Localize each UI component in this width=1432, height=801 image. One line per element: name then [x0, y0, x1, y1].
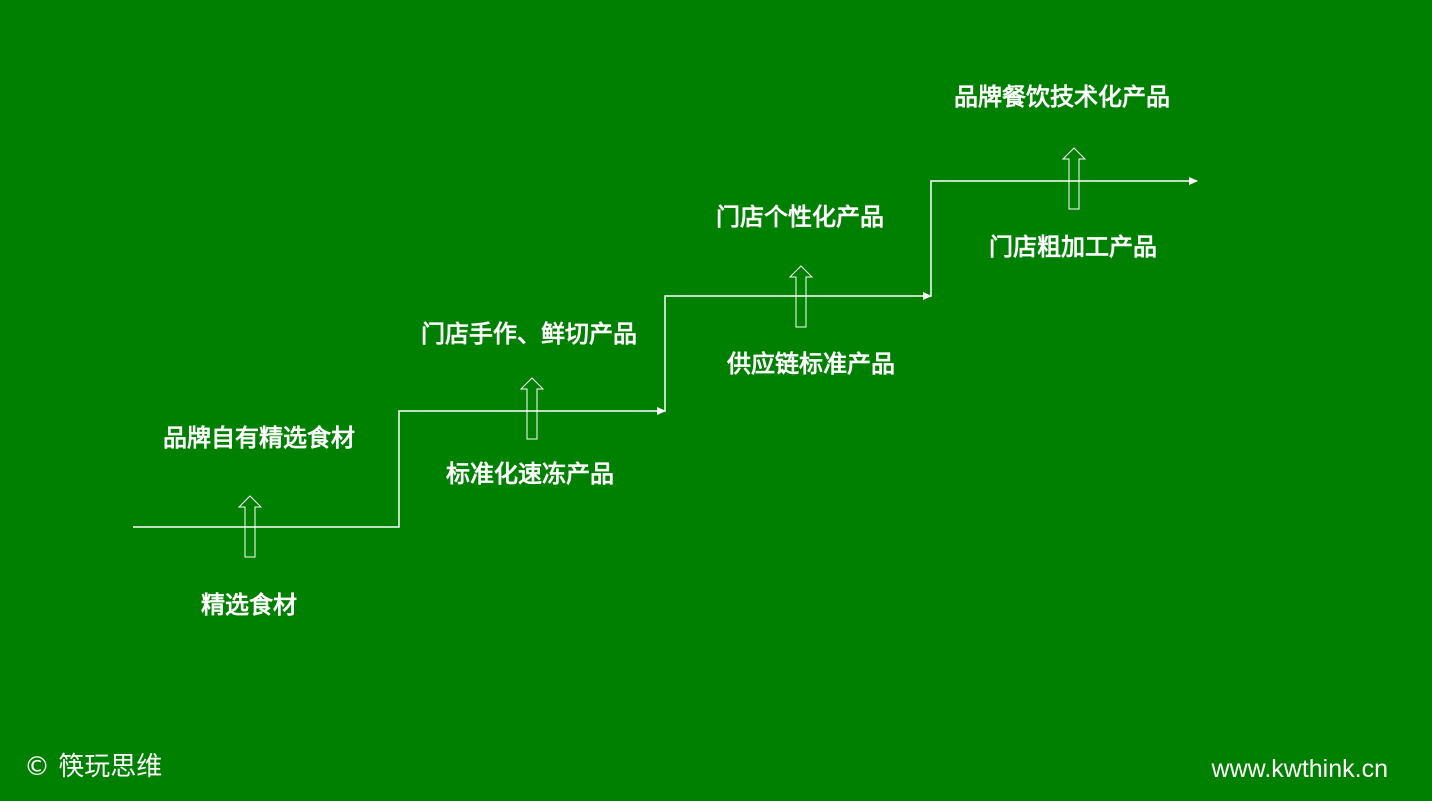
upgrade-arrow-icon-3 — [788, 265, 814, 328]
step-4-top-label: 品牌餐饮技术化产品 — [954, 83, 1170, 111]
step-1-bottom-label: 精选食材 — [201, 591, 297, 619]
step-1-arrowhead — [657, 407, 666, 415]
copyright-text: © 筷玩思维 — [24, 752, 163, 782]
upgrade-arrow-icon-4 — [1061, 147, 1087, 210]
upgrade-arrow-icon-2 — [519, 377, 545, 440]
staircase-line — [133, 180, 1197, 528]
step-3-bottom-label: 供应链标准产品 — [727, 350, 895, 378]
step-2-top-label: 门店手作、鲜切产品 — [421, 320, 637, 348]
step-2-bottom-label: 标准化速冻产品 — [446, 460, 614, 488]
step-1-top-label: 品牌自有精选食材 — [163, 424, 355, 452]
step-3-top-label: 门店个性化产品 — [716, 203, 884, 231]
website-url: www.kwthink.cn — [1211, 755, 1388, 783]
step-3-arrowhead — [1189, 177, 1198, 185]
step-4-bottom-label: 门店粗加工产品 — [989, 233, 1157, 261]
step-2-arrowhead — [923, 292, 932, 300]
upgrade-arrow-icon-1 — [237, 495, 263, 558]
